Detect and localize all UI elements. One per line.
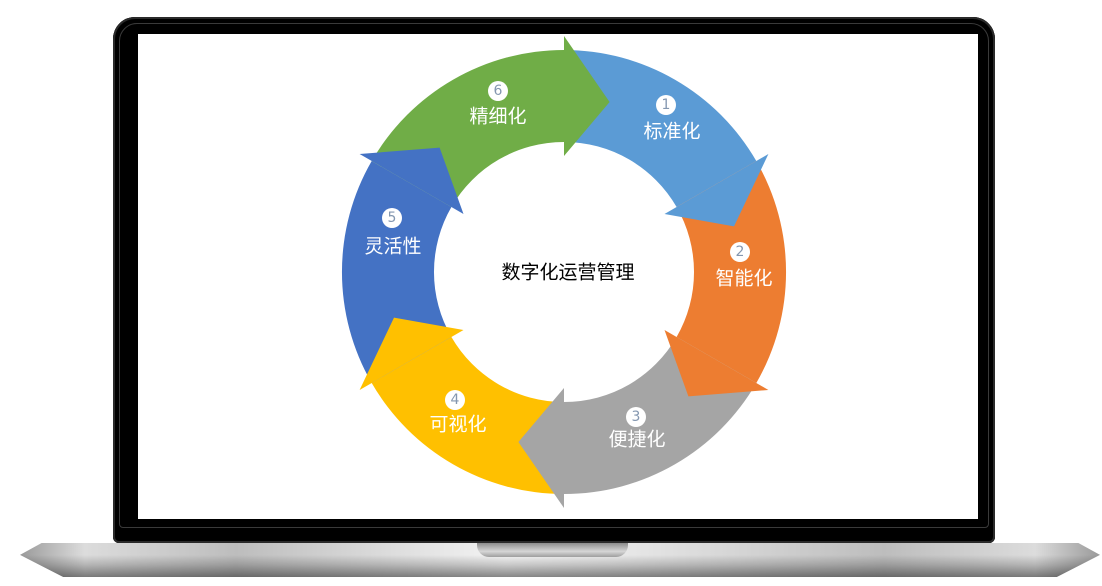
laptop-base-shadow	[20, 555, 1100, 577]
step-1-label: 标准化	[643, 120, 701, 143]
laptop-notch	[477, 543, 628, 557]
step-1-badge: 1	[656, 95, 676, 115]
segment-4-arrowhead	[359, 317, 464, 390]
segment-1-arrowhead	[664, 154, 769, 227]
step-6-badge: 6	[488, 81, 508, 101]
step-6-label: 精细化	[469, 105, 527, 128]
center-title: 数字化运营管理	[501, 261, 635, 284]
segment-5-arrowhead	[359, 147, 464, 214]
segment-2-arrowhead	[664, 330, 769, 397]
step-5-label: 灵活性	[364, 235, 422, 258]
step-2-label: 智能化	[715, 267, 773, 290]
segment-3-arrowhead	[518, 388, 564, 508]
step-3-badge: 3	[626, 407, 646, 427]
segment-4-body	[371, 337, 564, 494]
segment-6-arrowhead	[564, 36, 610, 156]
step-4-label: 可视化	[429, 413, 487, 436]
step-4-badge: 4	[445, 390, 465, 410]
step-5-badge: 5	[382, 208, 402, 228]
step-2-badge: 2	[730, 242, 750, 262]
step-3-label: 便捷化	[608, 428, 666, 451]
segment-1-body	[564, 50, 757, 207]
laptop-bezel-edge	[119, 23, 989, 528]
